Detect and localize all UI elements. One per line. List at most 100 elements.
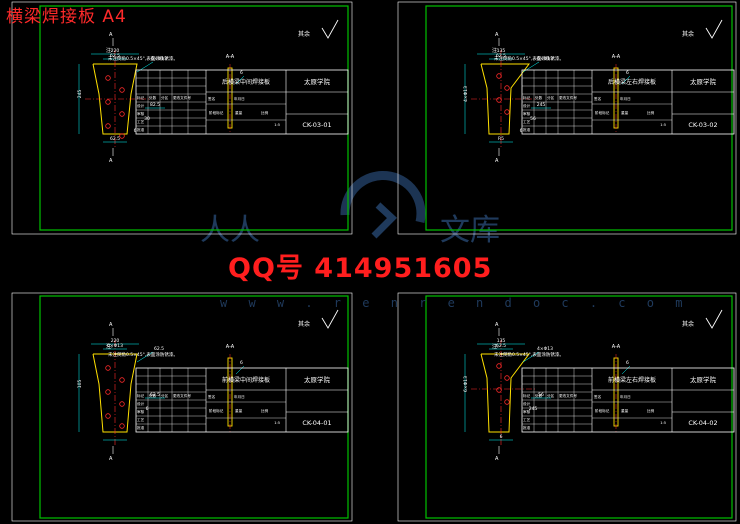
table-row-label: 批准 bbox=[137, 127, 145, 132]
dimension-value: 220 bbox=[111, 338, 120, 344]
section-mark-top: A bbox=[495, 322, 499, 328]
bolt-hole bbox=[105, 123, 111, 129]
table-header: 标记 bbox=[523, 95, 531, 100]
dimension-value: 62.5 bbox=[496, 53, 506, 59]
side-view-a-a: A-A6 bbox=[226, 54, 245, 134]
note-text: 未注倒角0.5×45°,表面涂防锈漆。 bbox=[108, 55, 178, 62]
title-block: 标记处数分区更改文件号设计审核工艺批准后横梁中间焊接板签名年月日阶段标记重量比例… bbox=[135, 69, 349, 135]
dimension-value: R5 bbox=[498, 136, 504, 142]
table-header: 处数 bbox=[149, 393, 157, 398]
sheet-inner-border bbox=[39, 295, 349, 519]
plate-outline bbox=[480, 353, 530, 433]
section-mark-bottom: A bbox=[109, 158, 113, 164]
front-view bbox=[471, 50, 535, 148]
section-mark-top: A bbox=[109, 322, 113, 328]
dimension-value: 6×Φ13 bbox=[107, 343, 123, 349]
drawing-number: CK-04-01 bbox=[302, 419, 331, 427]
dimension-value: 62.5 bbox=[496, 343, 506, 349]
bolt-hole bbox=[496, 387, 502, 393]
sheet-set-title: 横梁焊接板 A4 bbox=[6, 7, 127, 27]
drawing-number: CK-03-02 bbox=[688, 121, 717, 129]
scale-value: 1:5 bbox=[660, 123, 666, 127]
stage-header: 阶段标记 bbox=[595, 110, 610, 115]
thickness-value: 6 bbox=[626, 360, 629, 366]
sheet-outer-border bbox=[397, 292, 737, 522]
drawing-sheet-3: 其余2206×Φ1362.510562.56AAA-A6注:未注倒角0.5×45… bbox=[11, 292, 353, 522]
table-header: 处数 bbox=[149, 95, 157, 100]
bolt-hole bbox=[105, 389, 111, 395]
drawing-name: 前横梁左右焊接板 bbox=[608, 376, 656, 384]
dimension-value: 62.5 bbox=[150, 392, 160, 398]
title-block: 标记处数分区更改文件号设计审核工艺批准后横梁左右焊接板签名年月日阶段标记重量比例… bbox=[521, 69, 735, 135]
thickness-value: 6 bbox=[240, 360, 243, 366]
side-view-a-a: A-A6 bbox=[612, 54, 631, 134]
table-header: 标记 bbox=[137, 95, 145, 100]
dimension-value: 135 bbox=[497, 48, 506, 54]
roughness-label: 其余 bbox=[298, 320, 310, 328]
plate-outline bbox=[92, 353, 138, 433]
plate-outline bbox=[92, 63, 138, 135]
bolt-hole bbox=[119, 377, 125, 383]
table-row-label: 工艺 bbox=[523, 417, 531, 422]
sheet-outer-border bbox=[397, 1, 737, 235]
drawing-sheet-1: 其余22062.56×Φ1324582.53062.56AAA-A6注:未注倒角… bbox=[11, 1, 353, 235]
scale-value: 1:5 bbox=[274, 421, 280, 425]
bolt-hole bbox=[105, 365, 111, 371]
drawing-number: CK-04-02 bbox=[688, 419, 717, 427]
sheet-inner-border bbox=[425, 5, 733, 231]
table-row-label: 设计 bbox=[523, 103, 531, 108]
leader-line bbox=[522, 351, 540, 363]
stage-header: 重量 bbox=[621, 110, 629, 115]
drawing-name: 后横梁中间焊接板 bbox=[222, 78, 270, 86]
stage-header: 比例 bbox=[647, 408, 655, 413]
sheet-inner-border bbox=[425, 295, 733, 519]
stage-header: 阶段标记 bbox=[209, 110, 224, 115]
bolt-hole bbox=[504, 399, 510, 405]
section-leader bbox=[235, 75, 245, 85]
section-mark-bottom: A bbox=[109, 456, 113, 462]
roughness-symbol bbox=[321, 309, 339, 329]
watermark-emblem: 人人文库 bbox=[200, 171, 500, 248]
watermark-ring bbox=[340, 171, 426, 224]
watermark-mark bbox=[371, 202, 398, 239]
table-row-label: 审核 bbox=[523, 409, 531, 414]
table-header: 标记 bbox=[137, 393, 145, 398]
table-header: 更改文件号 bbox=[559, 393, 577, 398]
dimension-value: 6×Φ13 bbox=[151, 56, 167, 62]
school-name: 太原学院 bbox=[304, 375, 331, 384]
school-name: 太原学院 bbox=[690, 375, 717, 384]
site-watermark: w w w . r e n r e n d o c . c o m bbox=[220, 296, 690, 310]
dimension-value: 30 bbox=[144, 116, 150, 122]
stage-header: 阶段标记 bbox=[595, 408, 610, 413]
roughness-symbol bbox=[705, 309, 723, 329]
side-view-a-a: A-A6 bbox=[226, 344, 245, 432]
school-name: 太原学院 bbox=[304, 77, 331, 86]
view-label: A-A bbox=[612, 344, 621, 350]
view-label: A-A bbox=[226, 54, 235, 60]
table-header: 分区 bbox=[161, 95, 169, 100]
stage-header: 比例 bbox=[261, 408, 269, 413]
note-prefix: 注: bbox=[106, 47, 113, 54]
table-row-label: 设计 bbox=[523, 401, 531, 406]
dimension-value: 82.5 bbox=[150, 102, 160, 108]
dimension-value: 62.5 bbox=[154, 346, 164, 352]
bolt-hole bbox=[119, 87, 125, 93]
table-header: 签名 bbox=[208, 96, 216, 101]
dimension-value: 245 bbox=[77, 90, 83, 99]
dimension-value: 4×Φ13 bbox=[463, 86, 469, 102]
dimension-value: 6 bbox=[146, 406, 149, 412]
dimension-value: 4×Φ13 bbox=[537, 346, 553, 352]
sheet-outer-border bbox=[11, 292, 353, 522]
note-text: 未注倒角0.5×45°,表面涂防锈漆。 bbox=[494, 55, 564, 62]
scale-value: 1:5 bbox=[274, 123, 280, 127]
table-header: 分区 bbox=[547, 95, 555, 100]
table-row-label: 设计 bbox=[137, 103, 145, 108]
section-mark-bottom: A bbox=[495, 456, 499, 462]
bolt-hole bbox=[504, 109, 510, 115]
dimension-value: 6 bbox=[520, 128, 523, 134]
leader-line bbox=[136, 351, 154, 363]
